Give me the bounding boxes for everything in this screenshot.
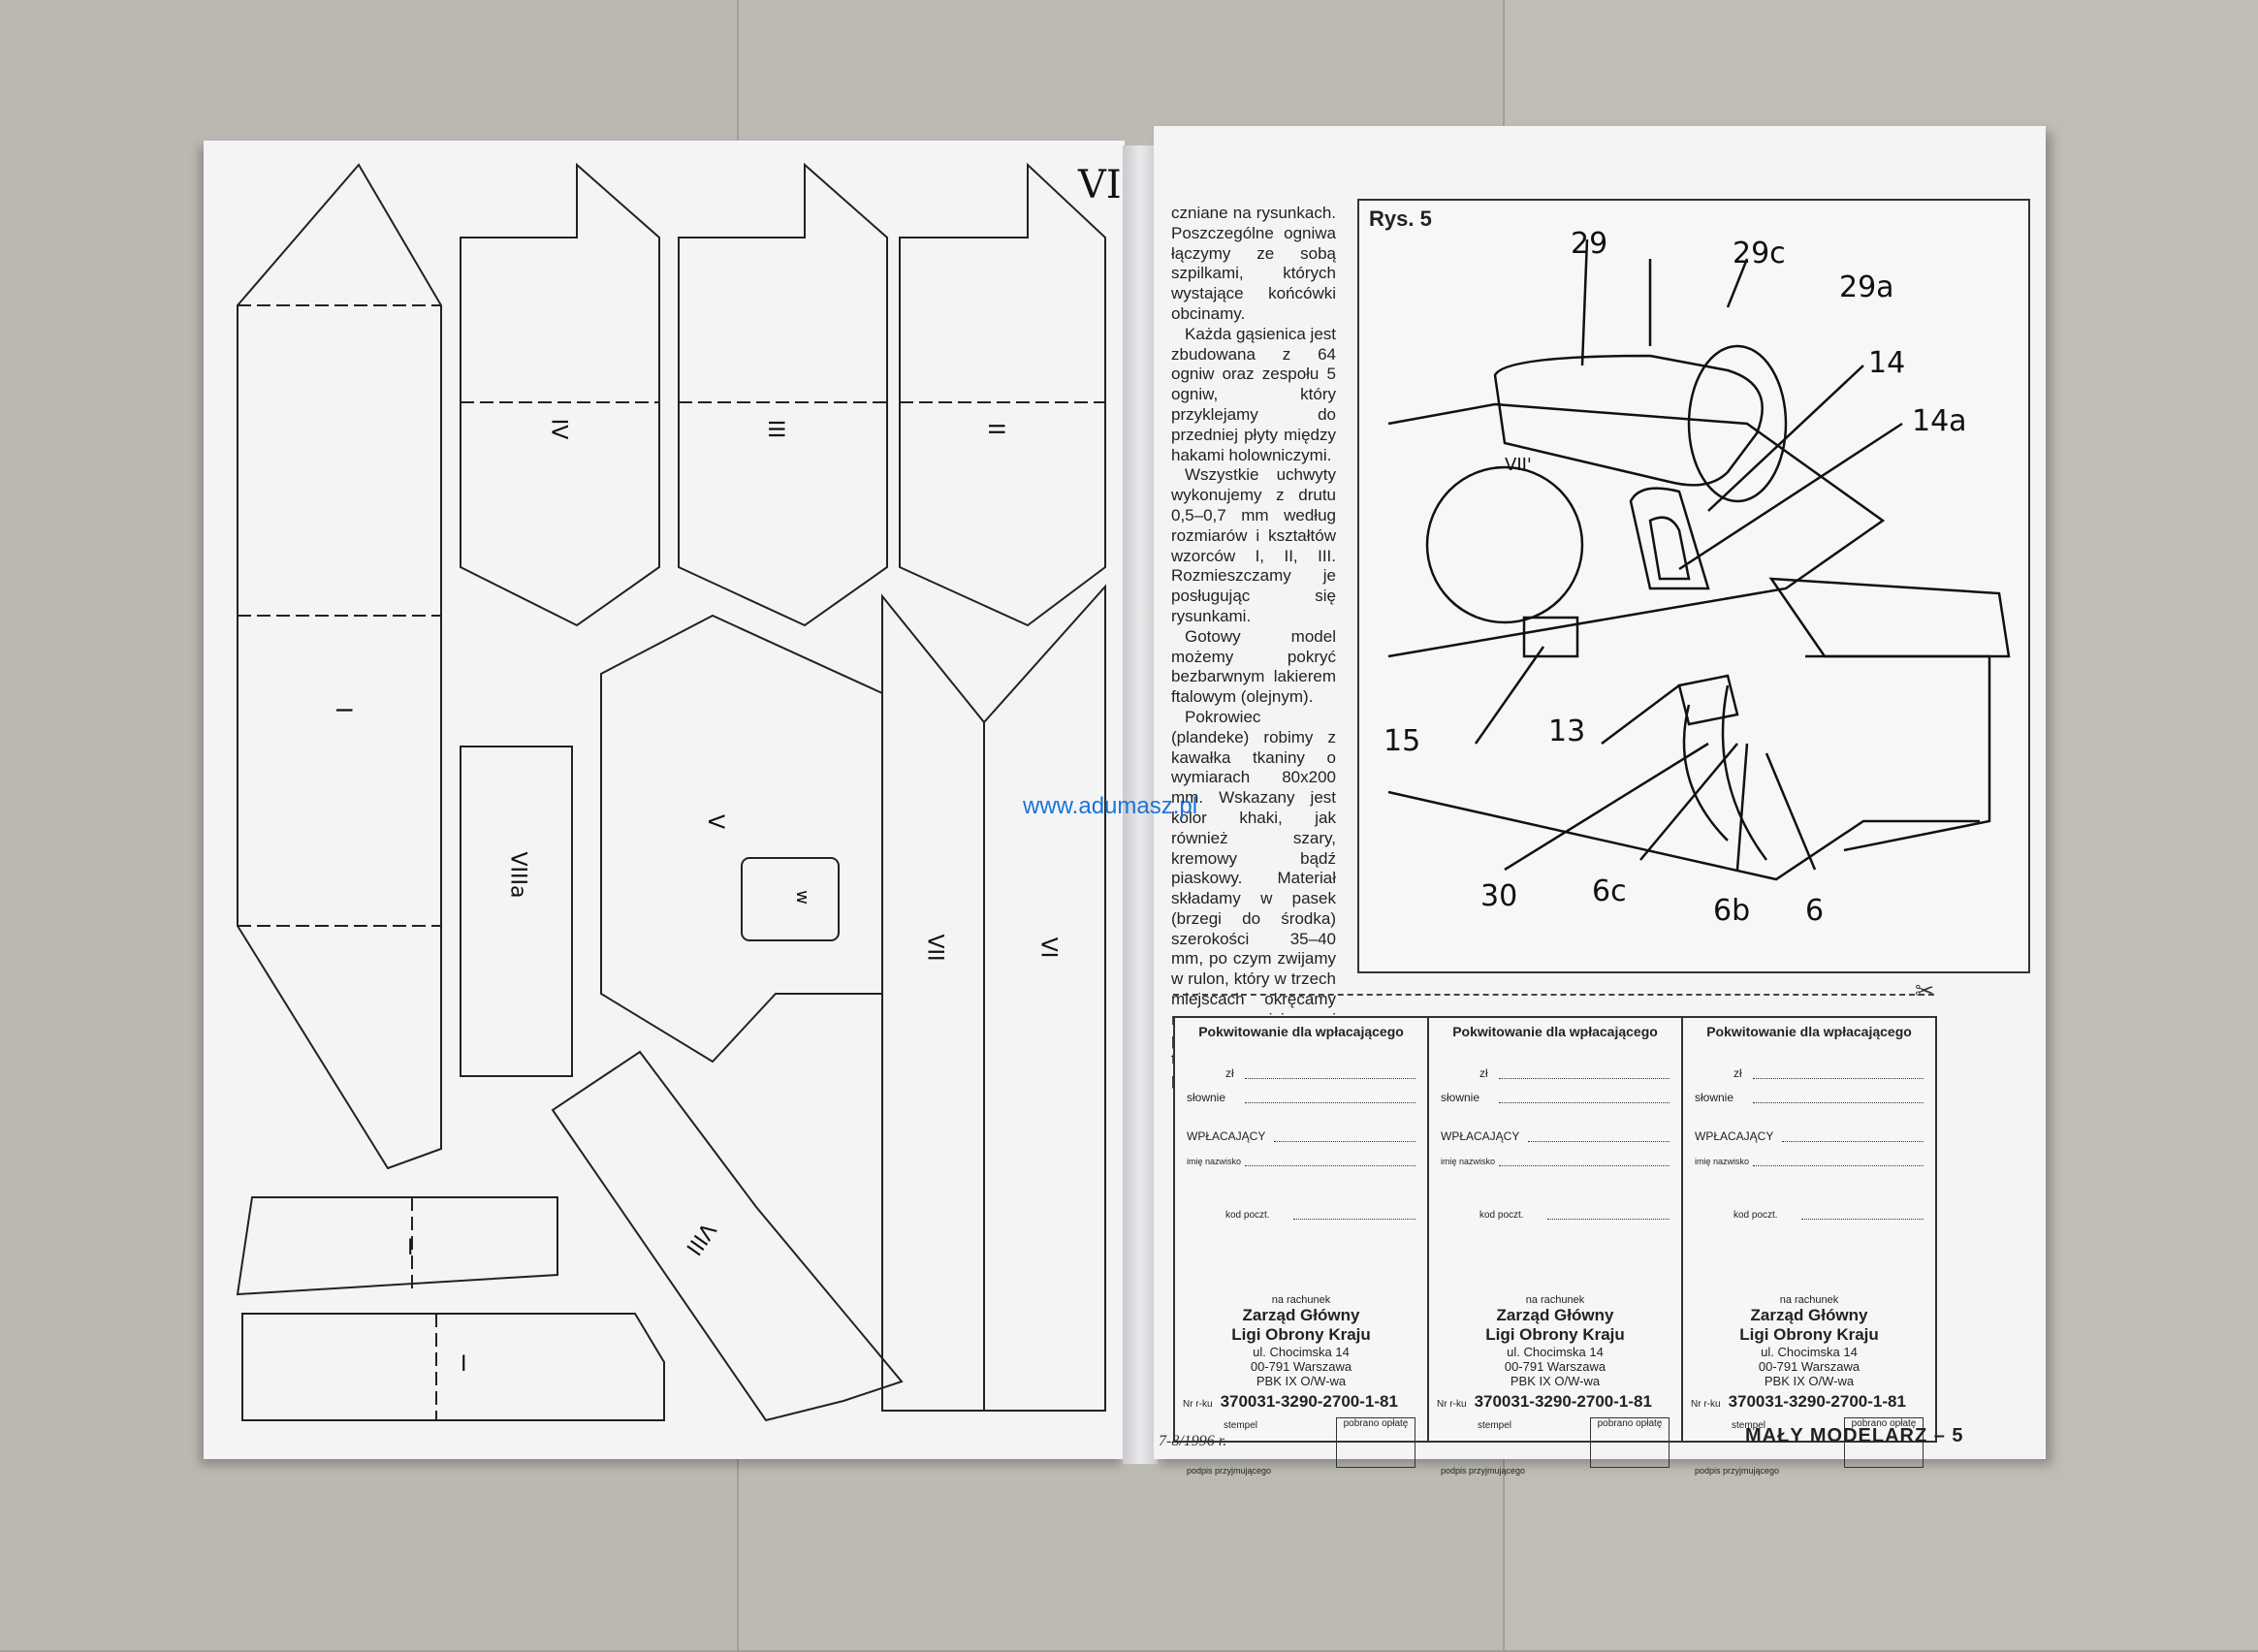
part-label-iii: III bbox=[763, 419, 788, 439]
part-i-bottom-outline bbox=[241, 1313, 665, 1421]
part-vi-outline bbox=[983, 584, 1106, 1412]
slip-name: imię nazwisko bbox=[1441, 1154, 1670, 1167]
payment-slip: Pokwitowanie dla wpłacającego zł słownie… bbox=[1429, 1018, 1683, 1476]
watermark: www.adumasz.pl bbox=[1023, 793, 1198, 819]
cut-line bbox=[1173, 994, 1934, 996]
slip-signature-label: podpis przyjmującego bbox=[1441, 1466, 1526, 1476]
figure-title: Rys. 5 bbox=[1369, 206, 1432, 231]
part-i-small-outline bbox=[236, 1196, 558, 1296]
figure-label: 29 bbox=[1571, 227, 1608, 261]
figure-label: 15 bbox=[1383, 724, 1421, 758]
issue-date: 7-8/1996 r. bbox=[1159, 1433, 1227, 1449]
figure-label: 14a bbox=[1912, 404, 1967, 438]
slip-title: Pokwitowanie dla wpłacającego bbox=[1706, 1024, 1912, 1039]
scissors-icon: ✂ bbox=[1915, 978, 1935, 1004]
cutout-templates bbox=[236, 162, 1106, 1422]
part-label-vii: VII bbox=[922, 934, 947, 962]
slip-words: słownie bbox=[1187, 1091, 1415, 1104]
slip-fee-box: pobrano opłatę bbox=[1844, 1417, 1924, 1468]
slip-fee-box: pobrano opłatę bbox=[1590, 1417, 1670, 1468]
payment-slip: Pokwitowanie dla wpłacającego zł słownie… bbox=[1175, 1018, 1429, 1476]
slip-payer: WPŁACAJĄCY bbox=[1187, 1129, 1415, 1143]
slip-title: Pokwitowanie dla wpłacającego bbox=[1198, 1024, 1404, 1039]
part-label-i: I bbox=[330, 707, 355, 714]
paragraph: Wszystkie uchwyty wykonujemy z drutu 0,5… bbox=[1171, 465, 1336, 625]
slip-account-block: na rachunek Zarząd Główny Ligi Obrony Kr… bbox=[1231, 1294, 1371, 1388]
part-viii-outline bbox=[551, 1050, 904, 1422]
figure-label: 6c bbox=[1592, 874, 1627, 908]
figure-label: VII' bbox=[1505, 455, 1532, 475]
slip-stamp-label: stempel bbox=[1478, 1420, 1512, 1431]
figure-label: 6 bbox=[1805, 894, 1825, 928]
slip-title: Pokwitowanie dla wpłacającego bbox=[1452, 1024, 1658, 1039]
part-label-vi: VI bbox=[1035, 937, 1061, 959]
part-w-outline bbox=[741, 857, 840, 941]
figure-rys-5: Rys. 5 bbox=[1357, 199, 2030, 973]
slip-postcode: kod poczt. bbox=[1187, 1207, 1415, 1221]
slip-account-block: na rachunek Zarząd Główny Ligi Obrony Kr… bbox=[1739, 1294, 1879, 1388]
part-iv-outline bbox=[460, 162, 660, 627]
part-label-w: w bbox=[791, 890, 812, 905]
slip-postcode: kod poczt. bbox=[1441, 1207, 1670, 1221]
slip-payer: WPŁACAJĄCY bbox=[1695, 1129, 1924, 1143]
part-label-ii: II bbox=[982, 423, 1007, 435]
slip-amount: zł bbox=[1441, 1066, 1670, 1080]
slip-signature-label: podpis przyjmującego bbox=[1695, 1466, 1780, 1476]
slip-words: słownie bbox=[1441, 1091, 1670, 1104]
figure-label: 13 bbox=[1548, 715, 1586, 748]
part-label-iv: IV bbox=[546, 418, 571, 440]
figure-label: 14 bbox=[1868, 346, 1906, 380]
slip-payer: WPŁACAJĄCY bbox=[1441, 1129, 1670, 1143]
slip-amount: zł bbox=[1695, 1066, 1924, 1080]
slip-stamp-label: stempel bbox=[1732, 1420, 1766, 1431]
payment-slips: Pokwitowanie dla wpłacającego zł słownie… bbox=[1173, 1016, 1937, 1476]
slip-account-block: na rachunek Zarząd Główny Ligi Obrony Kr… bbox=[1485, 1294, 1625, 1388]
payment-slip: Pokwitowanie dla wpłacającego zł słownie… bbox=[1683, 1018, 1935, 1476]
slip-fee-box: pobrano opłatę bbox=[1336, 1417, 1415, 1468]
part-iii-outline bbox=[678, 162, 888, 627]
part-viiia-outline bbox=[460, 746, 573, 1077]
paragraph: Każda gąsienica jest zbudowana z 64 ogni… bbox=[1171, 324, 1336, 464]
paragraph: Gotowy model możemy pokryć bezbarwnym la… bbox=[1171, 626, 1336, 707]
part-label-viiia: VIIIa bbox=[505, 851, 530, 899]
part-label-i-bottom: I bbox=[461, 1352, 467, 1377]
paragraph: czniane na rysunkach. Poszczególne ogniw… bbox=[1171, 204, 1336, 323]
slip-postcode: kod poczt. bbox=[1695, 1207, 1924, 1221]
part-vii-outline bbox=[881, 593, 985, 1412]
figure-label: 29c bbox=[1733, 237, 1786, 270]
part-v-outline bbox=[600, 614, 883, 1064]
part-i-outline bbox=[237, 163, 442, 1170]
figure-label: 29a bbox=[1839, 270, 1894, 304]
part-label-i-small: I bbox=[407, 1236, 414, 1260]
magazine-title: MAŁY MODELARZ – 5 bbox=[1745, 1425, 1964, 1446]
part-ii-outline bbox=[899, 162, 1106, 627]
slip-signature-label: podpis przyjmującego bbox=[1187, 1466, 1272, 1476]
turret-drawing bbox=[1387, 238, 2011, 881]
left-page: IV III II I VIIIa V w VII VI VIII I I bbox=[204, 141, 1125, 1459]
slip-stamp-label: stempel bbox=[1224, 1420, 1258, 1431]
magazine-spine bbox=[1123, 145, 1158, 1464]
instruction-text: czniane na rysunkach. Poszczególne ogniw… bbox=[1171, 204, 1336, 1091]
slip-amount: zł bbox=[1187, 1066, 1415, 1080]
slip-words: słownie bbox=[1695, 1091, 1924, 1104]
slip-name: imię nazwisko bbox=[1187, 1154, 1415, 1167]
figure-label: 30 bbox=[1480, 879, 1518, 913]
slip-name: imię nazwisko bbox=[1695, 1154, 1924, 1167]
figure-label: 6b bbox=[1713, 894, 1751, 928]
part-label-v: V bbox=[703, 813, 728, 830]
